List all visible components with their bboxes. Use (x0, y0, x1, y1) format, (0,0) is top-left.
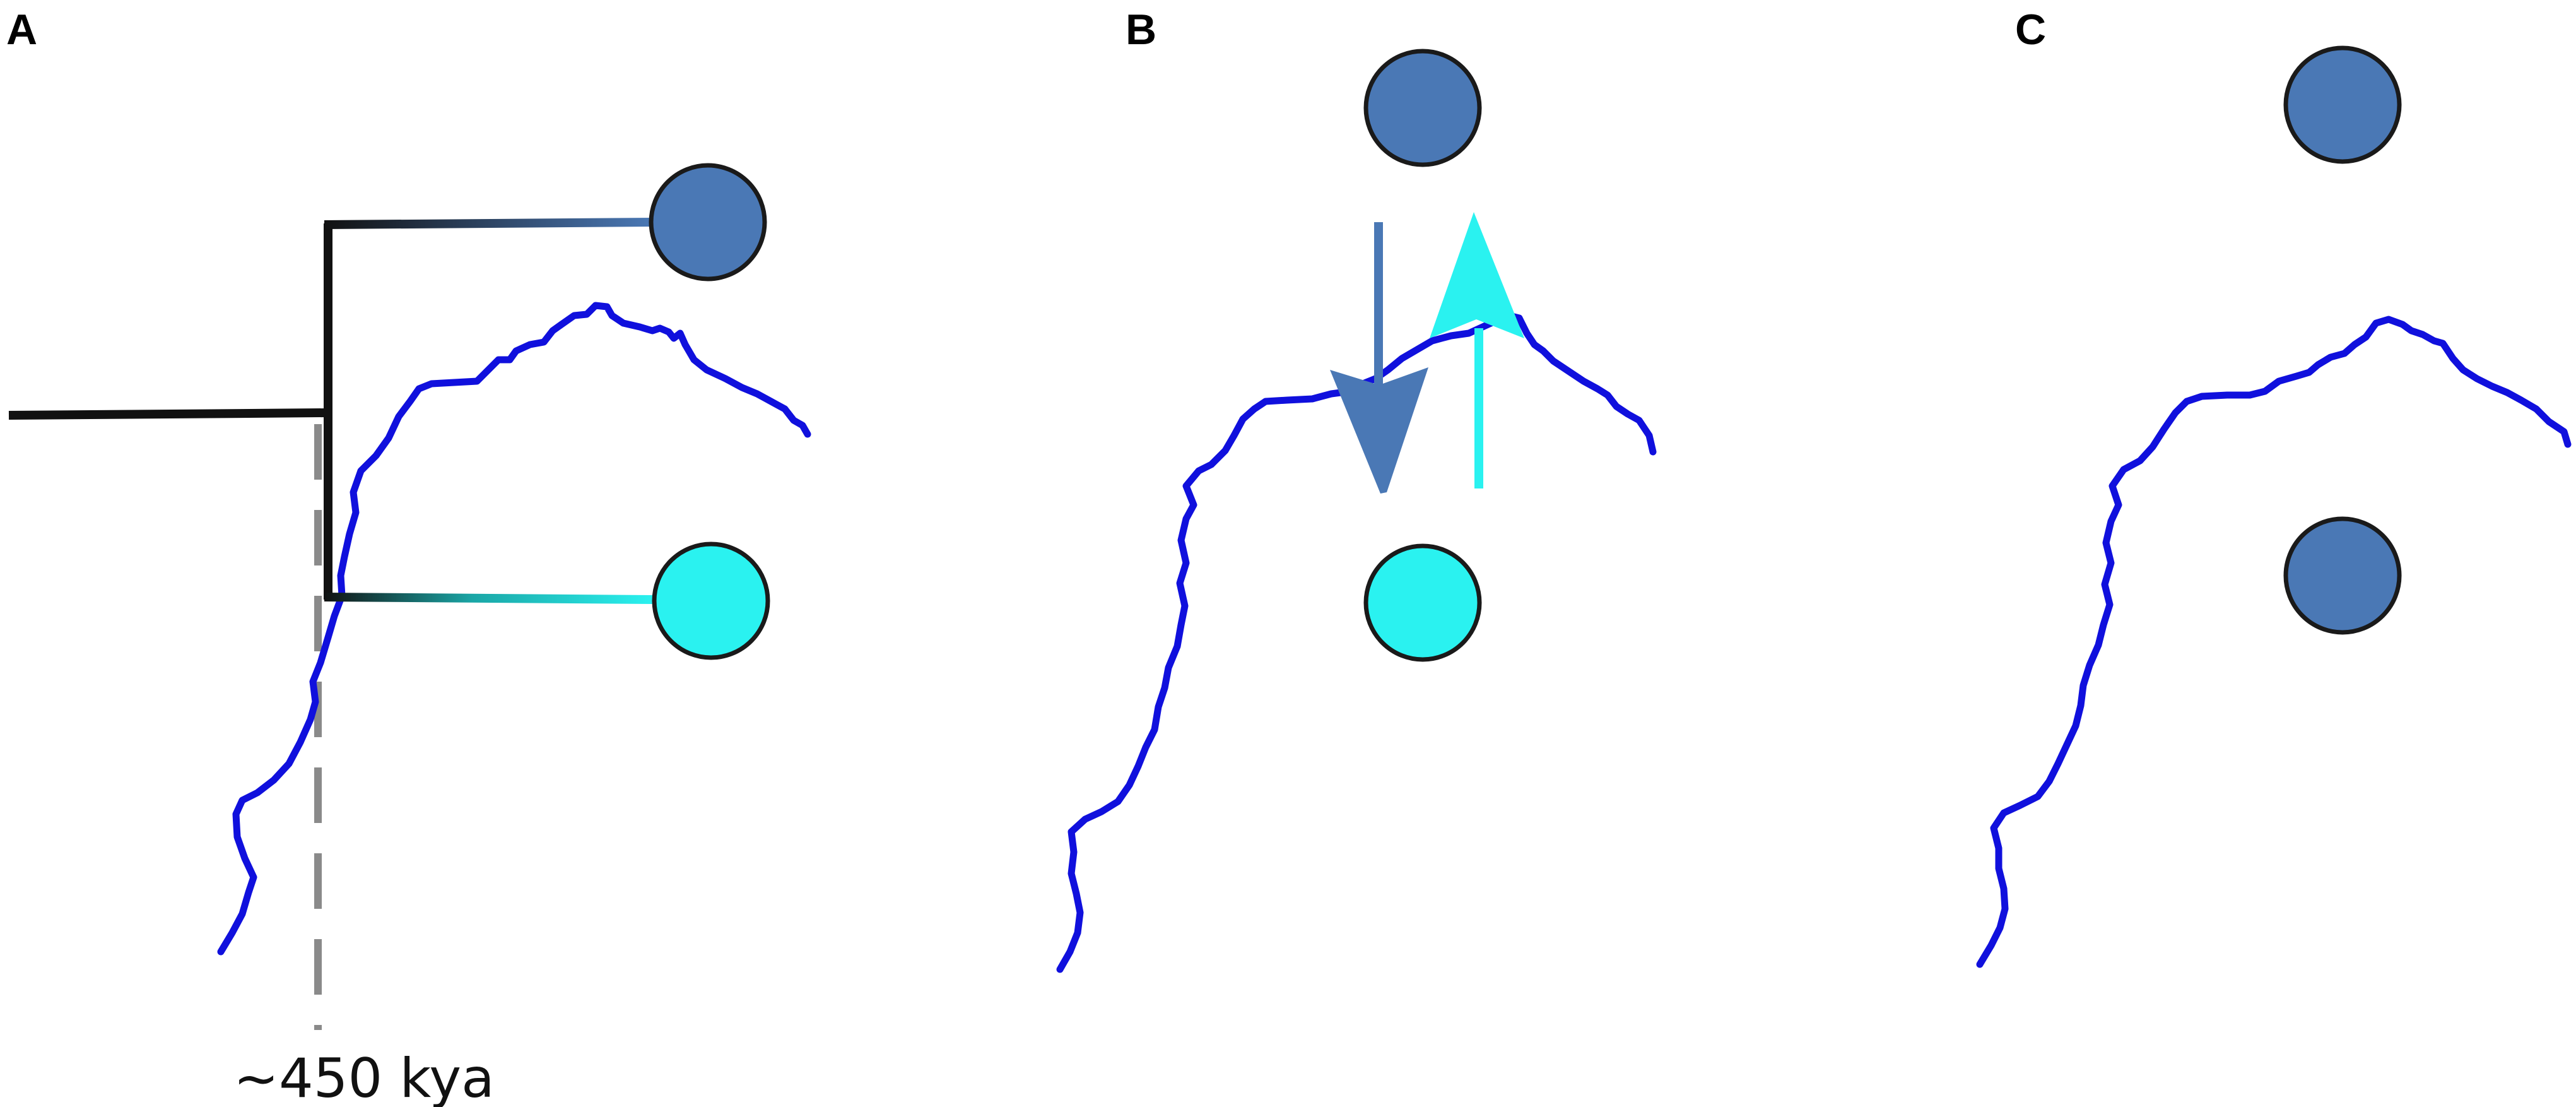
boundary-curve (1976, 316, 2572, 968)
panel-c: C (1976, 6, 2572, 968)
boundary-curve (217, 302, 811, 956)
population-dark-node-top (2283, 45, 2402, 164)
gene-flow-arrow-down (1330, 222, 1428, 494)
boundary-curve (1056, 312, 1657, 973)
population-light-node (652, 542, 770, 660)
top-lineage-branch (324, 218, 653, 229)
population-dark-node (1363, 49, 1482, 167)
divergence-time-label: ~450 kya (233, 1047, 495, 1107)
panel-a: A ~450 kya (6, 6, 811, 1107)
panel-b-label: B (1126, 6, 1156, 54)
bottom-lineage-branch (324, 593, 654, 604)
population-dark-node (649, 163, 767, 281)
panel-a-label: A (6, 6, 37, 54)
population-dark-node-bottom (2283, 516, 2402, 635)
population-light-node (1363, 543, 1482, 662)
panel-b: B (1056, 6, 1657, 973)
panel-c-label: C (2015, 6, 2046, 54)
gene-flow-arrow-up (1430, 212, 1524, 488)
ancestral-branch (8, 408, 326, 420)
